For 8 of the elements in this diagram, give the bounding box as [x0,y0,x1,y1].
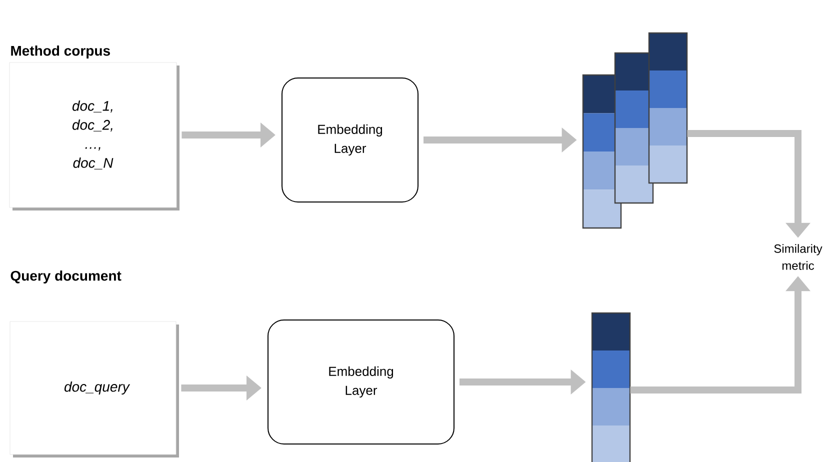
process-box: Embedding Layer [268,319,454,444]
vector-bar [591,312,631,462]
vector-stack [582,32,688,229]
node-text: Similarity metric [774,244,822,270]
section-heading: Query document [10,270,122,284]
document-box: doc_query [10,321,179,458]
process-box: Embedding Layer [282,78,418,202]
document-box: doc_1, doc_2, …, doc_N [9,62,180,210]
